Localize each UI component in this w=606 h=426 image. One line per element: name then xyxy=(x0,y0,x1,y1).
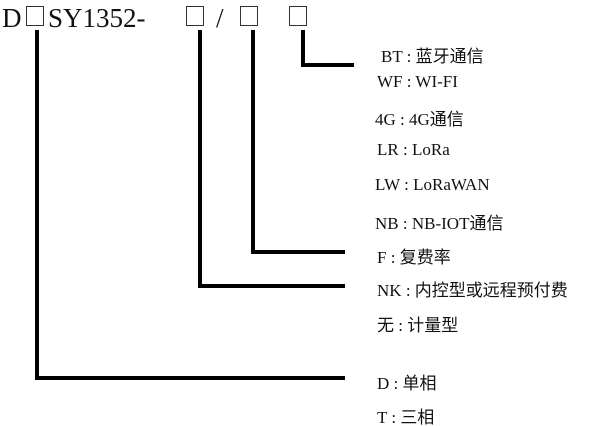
leader-line-rate xyxy=(251,30,255,254)
option-lw: LW : LoRaWAN xyxy=(375,175,490,194)
placeholder-box-type xyxy=(186,6,204,26)
leader-line-type-h xyxy=(198,284,345,288)
option-bt: BT : 蓝牙通信 xyxy=(381,47,484,66)
option-lr: LR : LoRa xyxy=(377,140,450,159)
option-none: 无 : 计量型 xyxy=(377,316,459,335)
model-slash: / xyxy=(216,3,224,33)
model-middle: SY1352- xyxy=(48,3,146,33)
leader-line-comm xyxy=(301,30,305,67)
option-f: F : 复费率 xyxy=(377,248,451,267)
option-4g: 4G : 4G通信 xyxy=(375,110,464,129)
leader-line-comm-h xyxy=(301,63,354,67)
leader-line-rate-h xyxy=(251,250,345,254)
leader-line-phase xyxy=(35,30,39,380)
option-nb: NB : NB-IOT通信 xyxy=(375,214,504,233)
placeholder-box-comm xyxy=(289,6,307,26)
leader-line-phase-h xyxy=(35,376,345,380)
option-wf: WF : WI-FI xyxy=(377,72,458,91)
option-d: D : 单相 xyxy=(377,374,437,393)
placeholder-box-rate xyxy=(240,6,258,26)
option-t: T : 三相 xyxy=(377,408,435,426)
model-prefix: D xyxy=(2,3,22,33)
placeholder-box-phase xyxy=(26,6,44,26)
option-nk: NK : 内控型或远程预付费 xyxy=(377,281,568,300)
leader-line-type xyxy=(198,30,202,288)
